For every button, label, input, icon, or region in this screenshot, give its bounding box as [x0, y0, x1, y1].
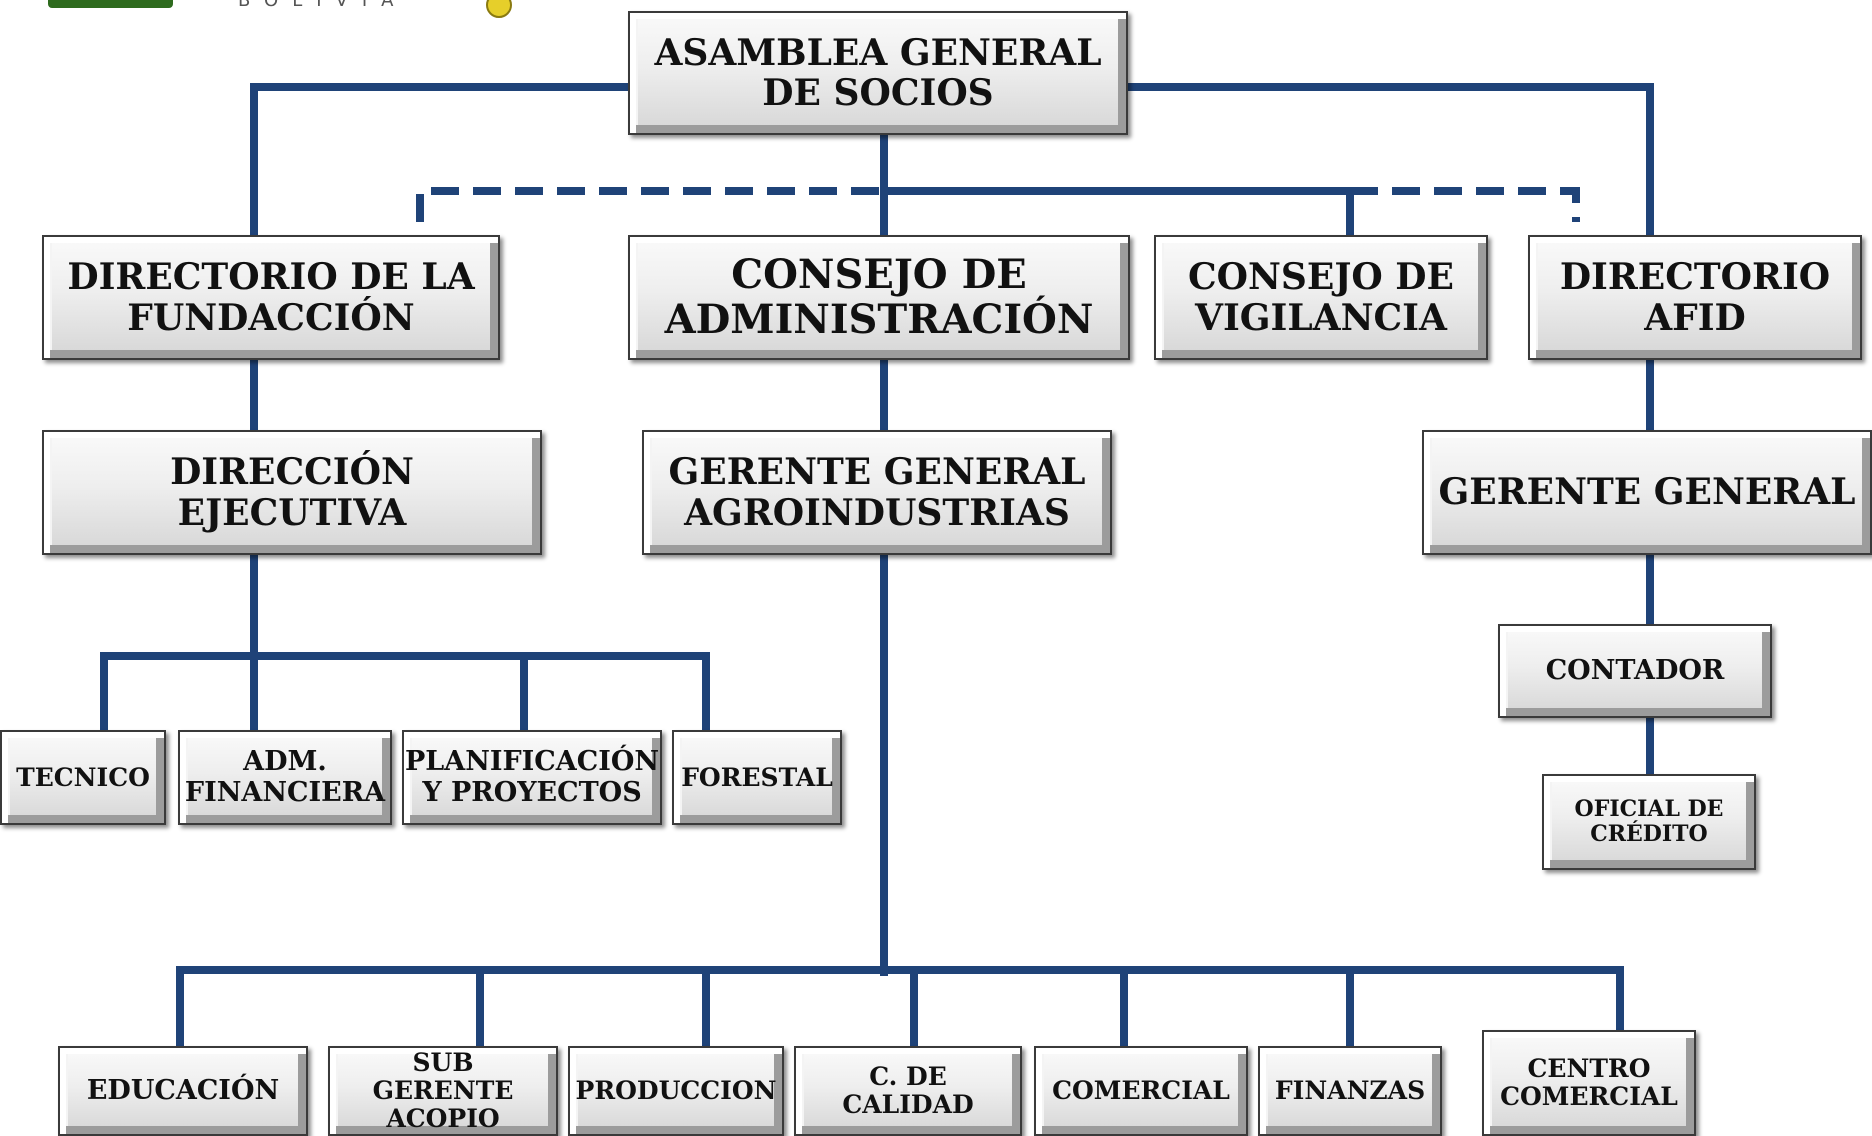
connector-dashed-left	[416, 187, 884, 222]
node-consejo-vigilancia: CONSEJO DE VIGILANCIA	[1154, 235, 1488, 360]
node-gerente-agroindustrias: GERENTE GENERAL AGROINDUSTRIAS	[642, 430, 1112, 555]
node-directorio-fundaccion: DIRECTORIO DE LA FUNDACCIÓN	[42, 235, 500, 360]
node-adm-financiera: ADM. FINANCIERA	[178, 730, 392, 825]
node-contador: CONTADOR	[1498, 624, 1772, 718]
node-produccion: PRODUCCION	[568, 1046, 784, 1136]
connector-direccion-branch	[100, 549, 710, 736]
node-directorio-afid: DIRECTORIO AFID	[1528, 235, 1862, 360]
logo: BOLIVIA	[48, 0, 512, 20]
logo-word: BOLIVIA	[238, 0, 408, 11]
connector-asamblea-left	[250, 83, 632, 244]
node-oficial-credito: OFICIAL DE CRÉDITO	[1542, 774, 1756, 870]
node-centro-comercial: CENTRO COMERCIAL	[1482, 1030, 1696, 1136]
node-comercial: COMERCIAL	[1034, 1046, 1248, 1136]
node-direccion-ejecutiva: DIRECCIÓN EJECUTIVA	[42, 430, 542, 555]
node-tecnico: TECNICO	[0, 730, 166, 825]
node-sub-gerente-acopio: SUB GERENTE ACOPIO	[328, 1046, 558, 1136]
connector-dashed-right	[1350, 187, 1580, 222]
node-calidad: C. DE CALIDAD	[794, 1046, 1022, 1136]
connector-asamblea-right	[1122, 83, 1654, 244]
logo-green-bar	[48, 0, 173, 8]
node-gerente-general: GERENTE GENERAL	[1422, 430, 1872, 555]
node-consejo-administracion: CONSEJO DE ADMINISTRACIÓN	[628, 235, 1130, 360]
node-forestal: FORESTAL	[672, 730, 842, 825]
node-planificacion: PLANIFICACIÓN Y PROYECTOS	[402, 730, 662, 825]
connector-bottom-drops	[476, 966, 1354, 1052]
seal-icon	[486, 0, 512, 18]
node-educacion: EDUCACIÓN	[58, 1046, 308, 1136]
node-finanzas: FINANZAS	[1258, 1046, 1442, 1136]
connector-vigilancia	[880, 187, 1354, 242]
connector-bottom-bar	[176, 966, 1624, 1052]
node-asamblea: ASAMBLEA GENERAL DE SOCIOS	[628, 11, 1128, 135]
